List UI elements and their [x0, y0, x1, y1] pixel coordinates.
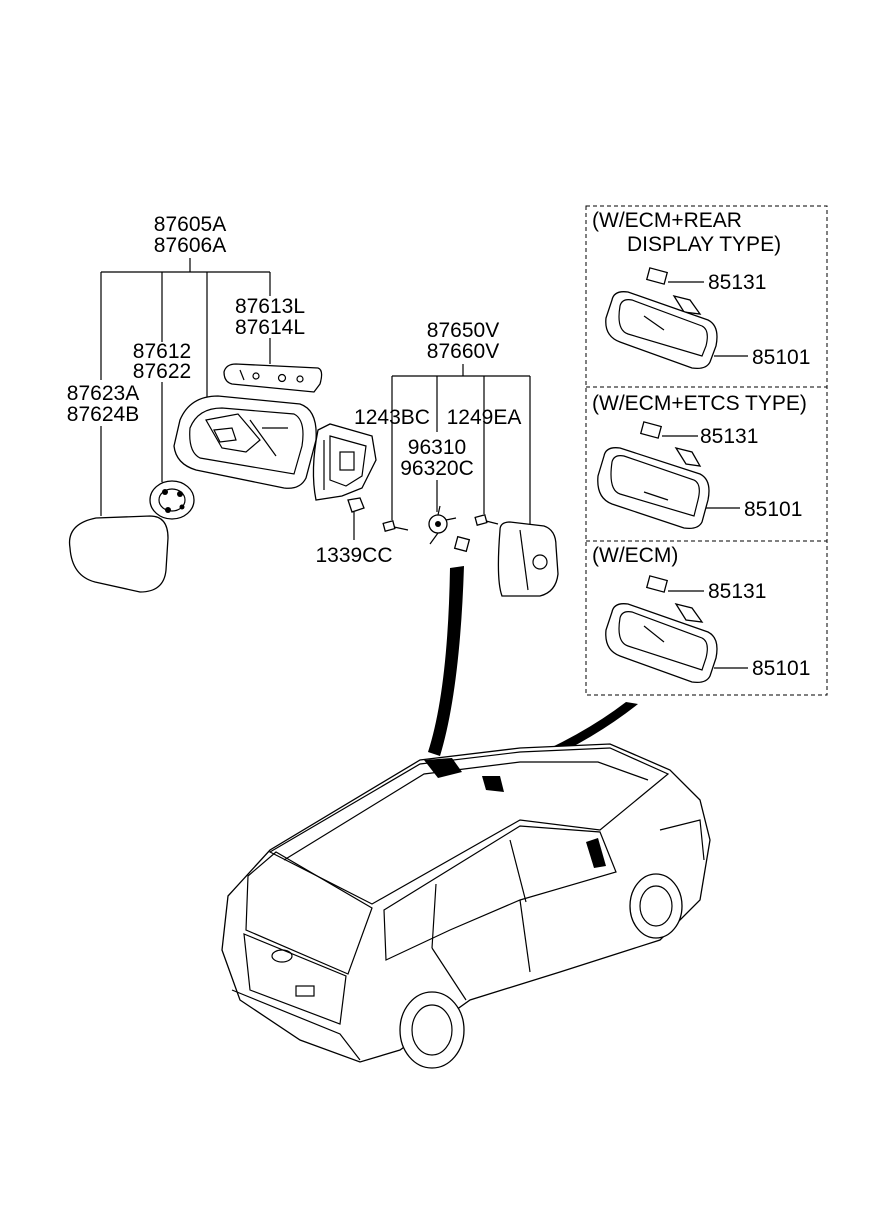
rear-view-mirror-icon[interactable] — [605, 575, 718, 684]
variant-3-part-85101[interactable]: 85101 — [752, 657, 810, 680]
inside-leader-lines — [391, 364, 531, 524]
variant-2-title: (W/ECM+ETCS TYPE) — [592, 392, 807, 415]
variant-3-title: (W/ECM) — [592, 544, 678, 567]
variant-1-title: (W/ECM+REAR — [592, 209, 742, 232]
variant-1-subtitle: DISPLAY TYPE) — [627, 233, 781, 256]
rear-view-mirror-icon[interactable] — [605, 267, 718, 370]
bolt-1249ea-icon[interactable] — [474, 514, 499, 526]
variant-3-part-85131[interactable]: 85131 — [708, 580, 766, 603]
label-87622[interactable]: 87622 — [133, 360, 191, 383]
vehicle-icon — [221, 743, 711, 1069]
label-96320c[interactable]: 96320C — [400, 457, 474, 480]
label-87612[interactable]: 87612 — [133, 340, 191, 363]
variant-2-part-85131[interactable]: 85131 — [700, 425, 758, 448]
mirror-housing-icon[interactable] — [173, 395, 317, 489]
label-87606a[interactable]: 87606A — [154, 234, 226, 257]
mirror-glass-icon[interactable] — [68, 515, 169, 593]
rear-view-mirror-icon[interactable] — [597, 421, 710, 530]
label-96310[interactable]: 96310 — [408, 436, 466, 459]
pointer-mount — [428, 566, 464, 756]
label-1243bc[interactable]: 1243BC — [354, 406, 430, 429]
mirror-base-icon[interactable] — [312, 423, 377, 501]
label-87623a[interactable]: 87623A — [67, 382, 139, 405]
variant-box — [585, 205, 828, 696]
label-87605a[interactable]: 87605A — [154, 213, 226, 236]
mirror-leader-lines — [100, 258, 271, 516]
label-87613l[interactable]: 87613L — [235, 295, 305, 318]
variant-2-part-85101[interactable]: 85101 — [744, 498, 802, 521]
label-87660v[interactable]: 87660V — [427, 340, 499, 363]
variant-1-part-85101[interactable]: 85101 — [752, 346, 810, 369]
label-87614l[interactable]: 87614L — [235, 316, 305, 339]
label-87624b[interactable]: 87624B — [67, 403, 139, 426]
actuator-icon[interactable] — [149, 480, 195, 520]
screw-1339cc-icon[interactable] — [347, 497, 365, 540]
mount-cover-icon[interactable] — [497, 521, 559, 597]
bolt-1243bc-icon[interactable] — [382, 520, 409, 532]
cover-icon[interactable] — [223, 363, 323, 393]
variant-1-part-85131[interactable]: 85131 — [708, 271, 766, 294]
label-87650v[interactable]: 87650V — [427, 319, 499, 342]
label-1339cc[interactable]: 1339CC — [315, 544, 392, 567]
label-1249ea[interactable]: 1249EA — [447, 406, 522, 429]
bracket-icon[interactable] — [428, 505, 471, 553]
